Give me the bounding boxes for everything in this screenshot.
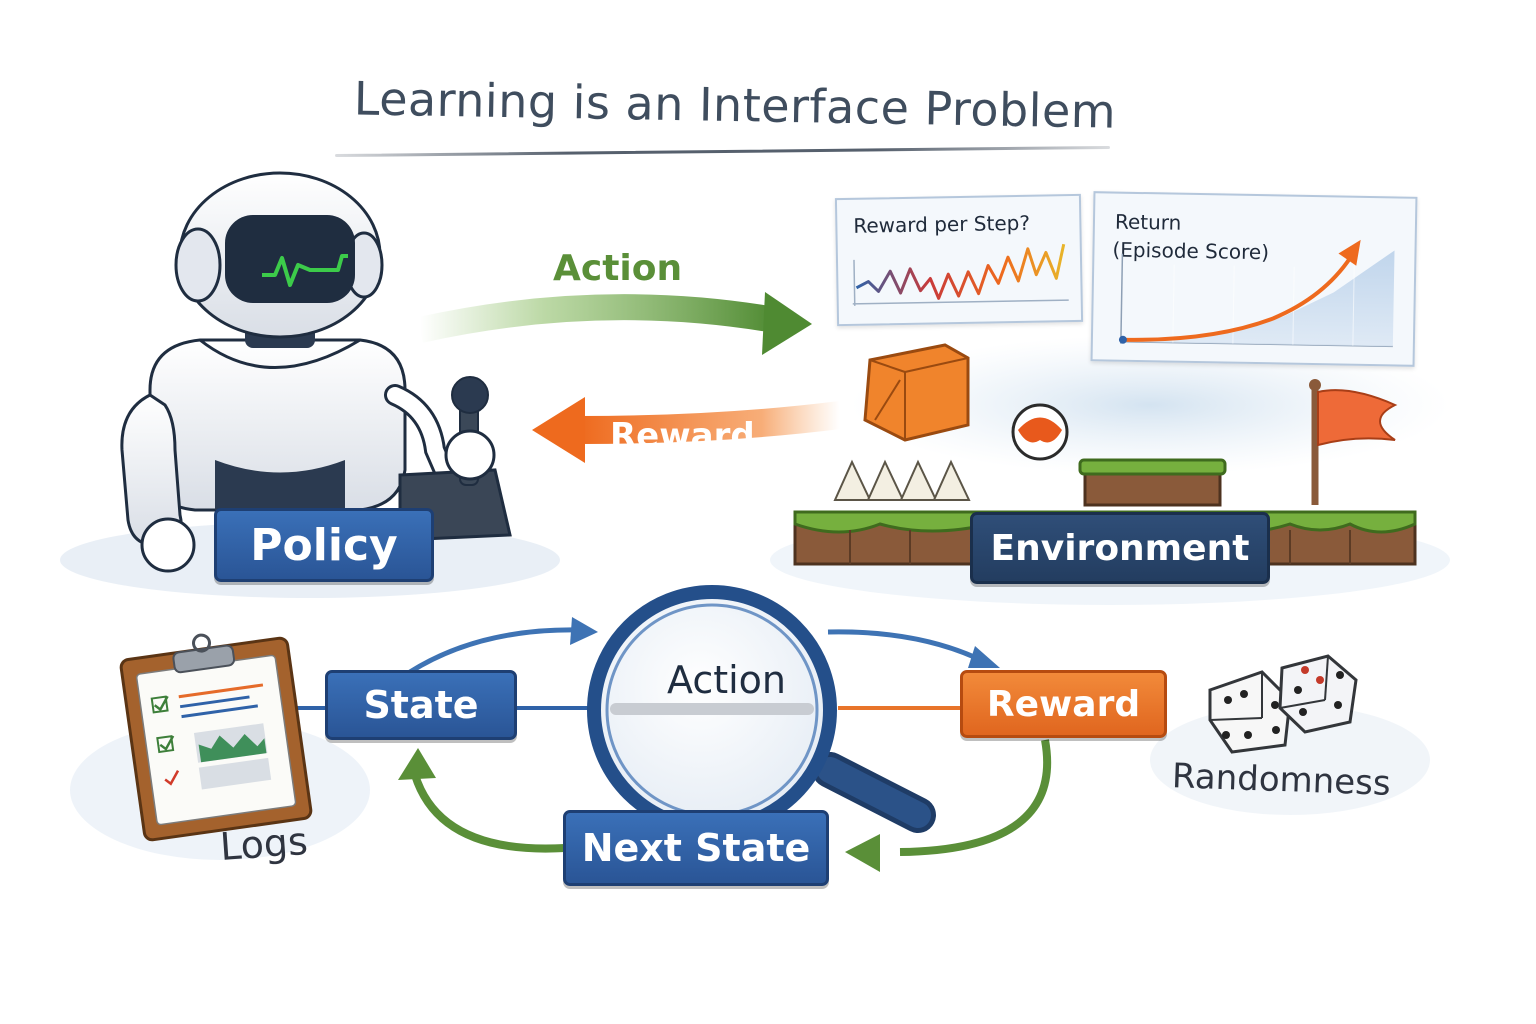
reward-per-step-panel: Reward per Step? xyxy=(834,193,1084,327)
reward-to-next-state-arc xyxy=(899,739,1052,856)
next-state-to-state-arc xyxy=(411,773,566,853)
state-box: State xyxy=(325,670,517,740)
clipboard-icon xyxy=(119,633,313,842)
next-state-box: Next State xyxy=(563,810,829,886)
reward-per-step-sparkline xyxy=(852,243,1069,306)
action-arrow-top xyxy=(417,294,778,343)
robot-illustration xyxy=(120,171,512,573)
action-to-reward-arc xyxy=(827,629,987,665)
action-lens-label: Action xyxy=(667,658,787,702)
environment-box: Environment xyxy=(970,512,1270,584)
reward-arrow-top xyxy=(579,401,842,444)
action-arrow-head xyxy=(762,292,812,355)
return-curve-chart xyxy=(1118,239,1395,348)
reward-arrow-head xyxy=(532,397,585,463)
reward-box: Reward xyxy=(960,670,1167,738)
policy-box: Policy xyxy=(214,508,434,582)
robot-screen-signal xyxy=(262,254,348,287)
return-panel: Return (Episode Score) xyxy=(1090,191,1418,367)
action-arrow-label: Action xyxy=(553,248,683,289)
logs-label: Logs xyxy=(218,818,310,870)
randomness-label: Randomness xyxy=(1171,756,1392,804)
reward-arrow-label: Reward xyxy=(610,416,755,456)
environment-clouds xyxy=(850,335,1450,475)
state-to-action-arc xyxy=(408,627,581,675)
dice-icon xyxy=(1208,654,1358,754)
